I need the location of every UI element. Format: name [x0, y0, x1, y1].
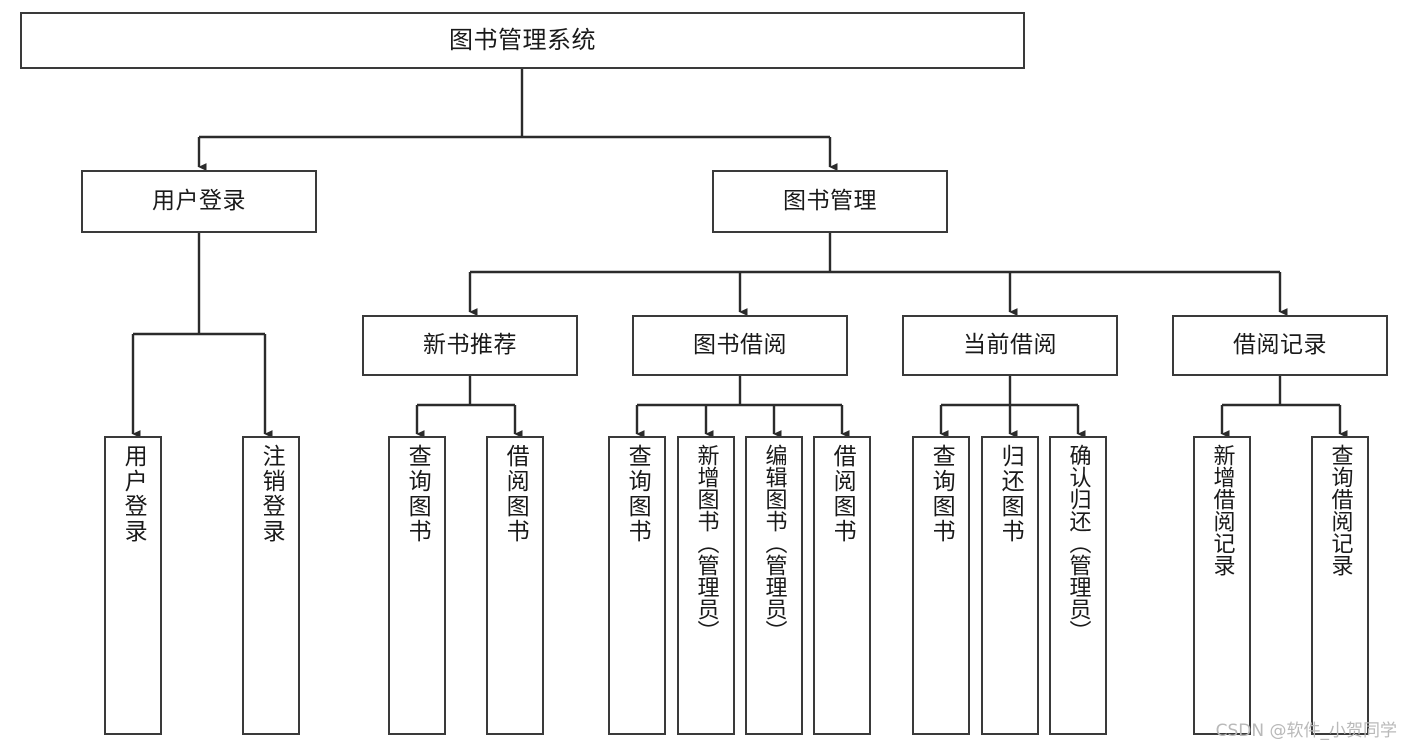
leaf-current-borrow-confirm-return-admin[interactable]: 确认归还（管理员）: [1049, 436, 1107, 735]
node-label: 图书借阅: [693, 331, 787, 358]
node-label: 新增图书（管理员）: [693, 444, 719, 642]
node-label: 注销登录: [258, 444, 285, 544]
leaf-user-login-login[interactable]: 用户登录: [104, 436, 162, 735]
leaf-book-borrow-search-book[interactable]: 查询图书: [608, 436, 666, 735]
leaf-book-borrow-borrow-book[interactable]: 借阅图书: [813, 436, 871, 735]
node-book-management[interactable]: 图书管理: [712, 170, 948, 233]
leaf-current-borrow-return-book[interactable]: 归还图书: [981, 436, 1039, 735]
node-label: 查询借阅记录: [1327, 444, 1353, 576]
node-label: 确认归还（管理员）: [1065, 444, 1091, 642]
leaf-new-book-search-book[interactable]: 查询图书: [388, 436, 446, 735]
node-label: 新增借阅记录: [1209, 444, 1235, 576]
leaf-current-borrow-search-book[interactable]: 查询图书: [912, 436, 970, 735]
node-borrow-record[interactable]: 借阅记录: [1172, 315, 1388, 376]
node-label: 用户登录: [120, 444, 147, 544]
node-label: 查询图书: [624, 444, 651, 544]
node-label: 查询图书: [404, 444, 431, 544]
node-label: 借阅图书: [502, 444, 529, 544]
node-label: 归还图书: [997, 444, 1024, 544]
leaf-book-borrow-add-book-admin[interactable]: 新增图书（管理员）: [677, 436, 735, 735]
node-book-borrow[interactable]: 图书借阅: [632, 315, 848, 376]
leaf-user-login-logout[interactable]: 注销登录: [242, 436, 300, 735]
node-user-login[interactable]: 用户登录: [81, 170, 317, 233]
node-label: 图书管理: [783, 187, 877, 214]
node-label: 新书推荐: [423, 331, 517, 358]
node-label: 借阅记录: [1233, 331, 1327, 358]
node-new-book-recommend[interactable]: 新书推荐: [362, 315, 578, 376]
leaf-new-book-borrow-book[interactable]: 借阅图书: [486, 436, 544, 735]
leaf-borrow-record-search-record[interactable]: 查询借阅记录: [1311, 436, 1369, 735]
leaf-borrow-record-add-record[interactable]: 新增借阅记录: [1193, 436, 1251, 735]
node-current-borrow[interactable]: 当前借阅: [902, 315, 1118, 376]
node-label: 当前借阅: [963, 331, 1057, 358]
node-label: 图书管理系统: [449, 26, 596, 55]
csdn-watermark: CSDN @软件_小贺同学: [1215, 721, 1397, 741]
node-label: 借阅图书: [829, 444, 856, 544]
node-label: 用户登录: [152, 187, 246, 214]
leaf-book-borrow-edit-book-admin[interactable]: 编辑图书（管理员）: [745, 436, 803, 735]
node-label: 查询图书: [928, 444, 955, 544]
node-label: 编辑图书（管理员）: [761, 444, 787, 642]
node-root-library-system[interactable]: 图书管理系统: [20, 12, 1025, 69]
